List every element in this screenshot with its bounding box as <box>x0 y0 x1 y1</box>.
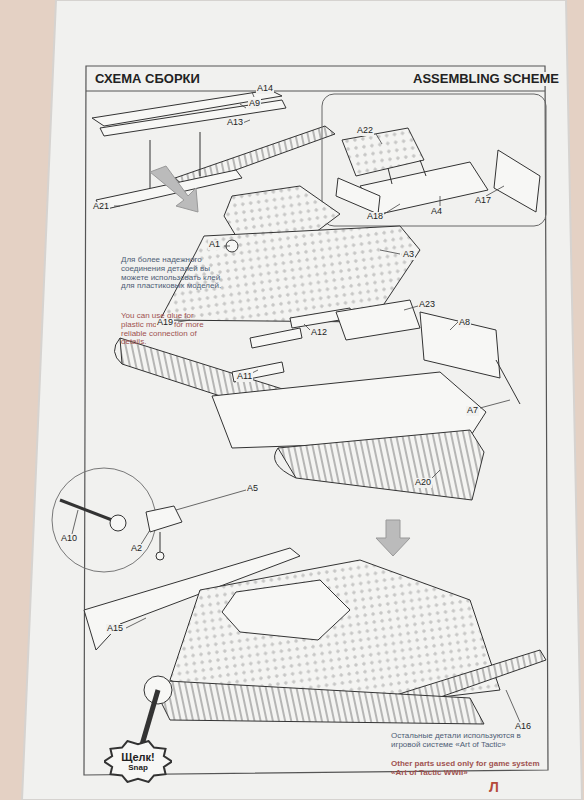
part-number: A5 <box>246 484 259 494</box>
part-number: A7 <box>466 406 479 416</box>
part-number: A22 <box>356 126 374 136</box>
part-number: A11 <box>236 372 253 382</box>
part-number: A12 <box>310 328 328 338</box>
part-number: A1 <box>208 240 221 250</box>
part-number: A23 <box>418 300 436 310</box>
part-number: A4 <box>430 207 443 217</box>
assembly-note: Для более надежного соединения деталей в… <box>120 256 234 291</box>
part-number: A8 <box>458 318 471 328</box>
watermark: Л <box>488 780 500 795</box>
part-number: A18 <box>366 212 384 222</box>
part-number: A14 <box>256 84 274 94</box>
part-number: A19 <box>156 318 174 328</box>
game-note: Other parts used only for game system «A… <box>390 760 542 778</box>
snap-text: Щелк! <box>104 751 172 763</box>
part-number: A2 <box>130 544 143 554</box>
game-note: Остальные детали используются в игровой … <box>390 732 542 750</box>
part-number: A20 <box>414 478 432 488</box>
sheet-title: СХЕМА СБОРКИ <box>94 72 201 86</box>
part-number: A15 <box>106 624 124 634</box>
part-number: A13 <box>226 118 244 128</box>
part-number: A16 <box>514 722 532 732</box>
part-number: A21 <box>92 202 110 212</box>
snap-text: Snap <box>104 763 172 772</box>
sheet-title-en: ASSEMBLING SCHEME <box>412 72 560 86</box>
part-number: A17 <box>474 196 492 206</box>
part-number: A9 <box>248 99 261 109</box>
part-number: A3 <box>402 250 415 260</box>
snap-starburst: Щелк!Snap <box>104 740 172 783</box>
part-number: A10 <box>60 534 78 544</box>
